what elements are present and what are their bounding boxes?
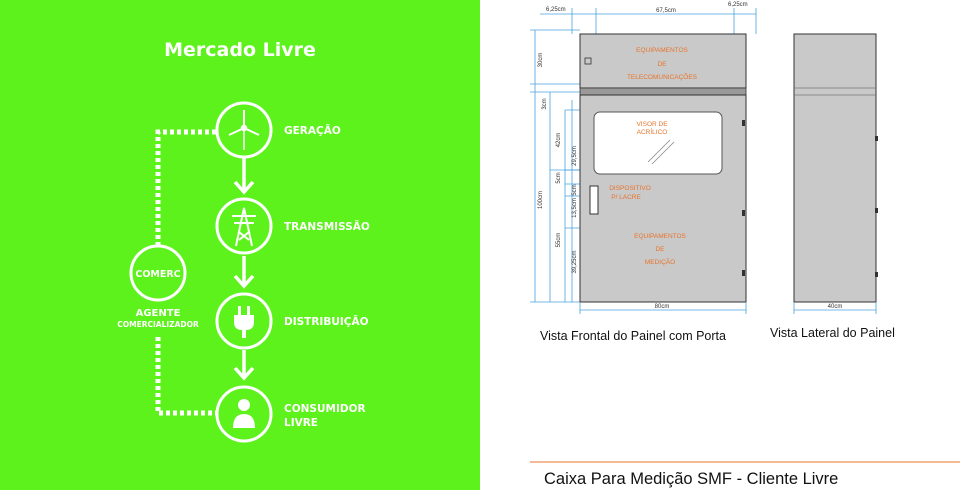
top-dim-center: 67,5cm xyxy=(656,8,676,14)
dim-lower-inner: 39,25cm xyxy=(572,250,578,273)
top-dim-right: 6,25cm xyxy=(728,2,748,8)
telecom-label-line1: EQUIPAMENTOS xyxy=(636,47,688,54)
power-plug-icon xyxy=(234,306,254,338)
step-transmission-label: TRANSMISSÃO xyxy=(284,220,370,233)
step-distribution: DISTRIBUIÇÃO xyxy=(215,292,369,350)
dim-5a: 5cm xyxy=(556,172,562,183)
top-dim-left: 6,25cm xyxy=(546,7,566,13)
acrylic-window xyxy=(593,111,723,175)
measure-label-line1: EQUIPAMENTOS xyxy=(634,233,686,240)
side-dimensions xyxy=(530,29,592,303)
dim-lock: 13,5cm xyxy=(572,198,578,218)
front-view-caption: Vista Frontal do Painel com Porta xyxy=(540,329,726,343)
visor-label-line1: VISOR DE xyxy=(636,121,668,128)
step-distribution-label: DISTRIBUIÇÃO xyxy=(284,315,369,328)
step-consumer-label-line1: CONSUMIDOR xyxy=(284,403,366,415)
step-transmission: TRANSMISSÃO xyxy=(215,197,370,255)
top-latch xyxy=(584,57,592,65)
dim-window: 42cm xyxy=(556,133,562,148)
step-consumer: CONSUMIDOR LIVRE xyxy=(215,385,366,443)
flow-svg: Mercado Livre GERAÇÃO xyxy=(117,39,370,443)
seal-label-line2: P/ LACRE xyxy=(611,194,641,201)
seal-device xyxy=(589,185,599,215)
comerc-logo: COMERC xyxy=(135,269,180,280)
footer-title: Caixa Para Medição SMF - Cliente Livre xyxy=(544,470,838,488)
agent-label-line1: AGENTE xyxy=(136,308,181,319)
top-dimensions xyxy=(540,8,757,34)
dim-lower: 55cm xyxy=(556,233,562,248)
consumer-person-icon xyxy=(233,399,255,428)
side-dim-labels: 30cm 3cm 42cm 29,5cm 5cm 5cm 13,5cm 100c… xyxy=(538,53,578,274)
flow-arrows xyxy=(233,158,255,381)
panel-technical-drawing: 6,25cm 67,5cm 6,25cm 30cm 3cm 42cm 29,5c… xyxy=(480,0,960,490)
telecom-label-line3: TELECOMUNICAÇÕES xyxy=(627,72,698,81)
front-view-panel xyxy=(579,33,747,303)
measure-label-line2: DE xyxy=(655,246,665,253)
side-bottom-dimension xyxy=(793,302,877,314)
telecom-label-line2: DE xyxy=(657,61,667,68)
drawing-svg: 6,25cm 67,5cm 6,25cm 30cm 3cm 42cm 29,5c… xyxy=(530,2,960,488)
dim-top-section: 30cm xyxy=(538,53,544,68)
step-consumer-label-line2: LIVRE xyxy=(284,417,318,429)
transmission-tower-icon xyxy=(232,207,256,247)
step-generation-label: GERAÇÃO xyxy=(284,124,341,137)
seal-label-line1: DISPOSITIVO xyxy=(609,185,651,192)
dim-5b: 5cm xyxy=(572,184,578,195)
step-generation: GERAÇÃO xyxy=(215,101,341,159)
side-view-caption: Vista Lateral do Painel xyxy=(770,326,895,340)
agent-label-line2: COMERCIALIZADOR xyxy=(117,320,199,329)
dim-total: 100cm xyxy=(538,191,544,209)
side-view-panel xyxy=(793,33,878,303)
visor-label-line2: ACRÍLICO xyxy=(637,127,668,136)
agent-connector-lines xyxy=(155,129,218,416)
dim-window-inner: 29,5cm xyxy=(572,146,578,166)
front-width-label: 80cm xyxy=(655,304,670,310)
front-view-labels: EQUIPAMENTOS DE TELECOMUNICAÇÕES VISOR D… xyxy=(609,47,697,266)
wind-turbine-icon xyxy=(228,110,260,150)
measure-label-line3: MEDIÇÃO xyxy=(645,257,675,266)
flow-title: Mercado Livre xyxy=(164,39,316,61)
side-width-label: 40cm xyxy=(828,304,843,310)
agent-comercializador: COMERC AGENTE COMERCIALIZADOR xyxy=(117,244,199,329)
front-bottom-dimension xyxy=(579,302,747,314)
mercado-livre-diagram: Mercado Livre GERAÇÃO xyxy=(0,0,480,490)
dim-gap: 3cm xyxy=(542,98,548,109)
